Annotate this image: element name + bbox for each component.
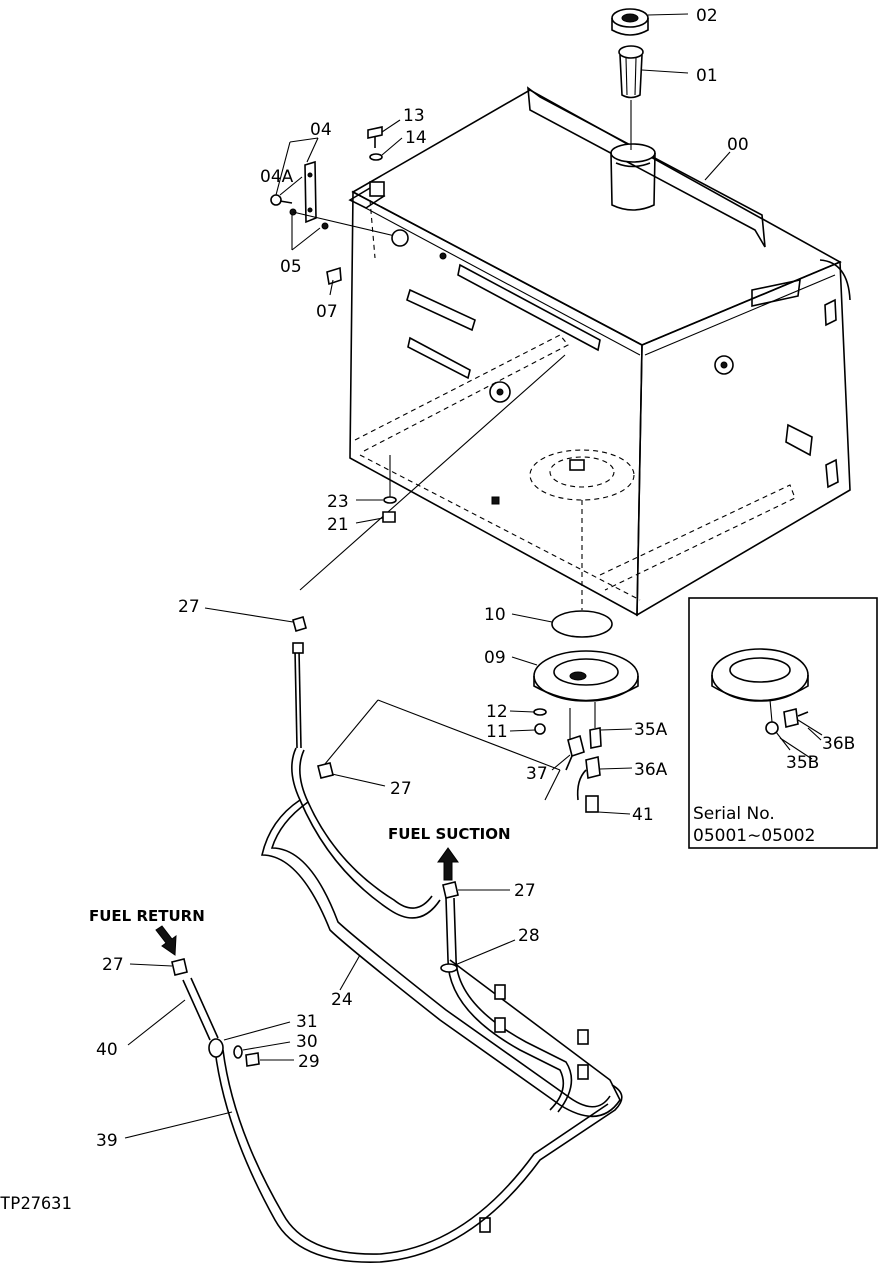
fuel-hose-upper	[292, 642, 304, 749]
callout-29: 29	[298, 1052, 320, 1072]
fuel-suction-label: FUEL SUCTION	[388, 825, 511, 843]
callout-36a: 36A	[634, 760, 668, 780]
fuel-suction-arrow	[437, 847, 459, 881]
callout-37: 37	[526, 764, 548, 784]
figure-id: TP27631	[0, 1194, 72, 1214]
bolt	[270, 194, 293, 206]
serial-inset: Serial No. 05001∼05002	[688, 597, 878, 849]
callout-28: 28	[518, 926, 540, 946]
elbow-37	[565, 734, 585, 771]
callout-36b: 36B	[822, 734, 855, 754]
washer-12	[533, 708, 547, 716]
clamp-27b	[317, 762, 334, 779]
callout-35a: 35A	[634, 720, 668, 740]
bolt-29	[245, 1052, 260, 1067]
callout-23: 23	[327, 492, 349, 512]
suction-hose-28	[440, 897, 573, 1113]
callout-41: 41	[632, 805, 654, 825]
plug	[391, 229, 409, 247]
callout-27-suction: 27	[514, 881, 536, 901]
level-gauge	[714, 355, 734, 375]
serial-range: 05001∼05002	[693, 826, 815, 846]
plug-41	[585, 795, 599, 813]
callout-14: 14	[405, 128, 427, 148]
callout-01: 01	[696, 66, 718, 86]
callout-35b: 35B	[786, 753, 819, 773]
leader-lines	[124, 13, 822, 1139]
fuel-return-label: FUEL RETURN	[89, 907, 205, 925]
callout-27-return: 27	[102, 955, 124, 975]
clamp-27a	[292, 615, 307, 633]
clamp-27c	[442, 881, 459, 899]
elbow-36a	[576, 756, 601, 801]
washer-30	[233, 1045, 243, 1059]
washer-23	[383, 496, 397, 504]
serial-label: Serial No.	[693, 804, 775, 824]
callout-13: 13	[403, 106, 425, 126]
elbow-36b	[783, 708, 809, 728]
callout-00: 00	[727, 135, 749, 155]
callout-10: 10	[484, 605, 506, 625]
fuel-pipe-24	[260, 747, 621, 1118]
nut-11	[534, 723, 546, 735]
filler-cap	[611, 8, 649, 36]
fuel-return-arrow	[155, 925, 177, 956]
pipe-clips	[479, 984, 589, 1233]
return-hose-39	[214, 1049, 623, 1263]
fuel-strainer	[618, 45, 644, 99]
callout-27-middle: 27	[390, 779, 412, 799]
callout-05: 05	[280, 257, 302, 277]
callout-12: 12	[486, 702, 508, 722]
callout-30: 30	[296, 1032, 318, 1052]
callout-39: 39	[96, 1131, 118, 1151]
filler-neck	[610, 143, 656, 211]
callout-labels: 02 01 00 13 14 04 04A 05 07 23 21 27 10 …	[96, 6, 855, 1151]
clamp-27d	[171, 958, 188, 976]
return-fitting-40	[182, 977, 224, 1058]
bolt-21	[382, 511, 396, 523]
connector-35a	[589, 727, 602, 749]
callout-27-upper: 27	[178, 597, 200, 617]
callout-04: 04	[310, 120, 332, 140]
bolt-13	[367, 126, 383, 148]
callout-21: 21	[327, 515, 349, 535]
callout-11: 11	[486, 722, 508, 742]
fuel-tank	[348, 86, 851, 617]
callout-40: 40	[96, 1040, 118, 1060]
callout-31: 31	[296, 1012, 318, 1032]
callout-04a: 04A	[260, 167, 294, 187]
gasket	[551, 610, 613, 638]
nut-tube	[369, 181, 385, 197]
callout-09: 09	[484, 648, 506, 668]
clamp-bracket	[304, 160, 317, 224]
drain-plug	[326, 266, 342, 286]
suction-port	[529, 449, 635, 501]
callout-07: 07	[316, 302, 338, 322]
callout-24: 24	[331, 990, 353, 1010]
suction-flange	[533, 650, 639, 702]
callout-02: 02	[696, 6, 718, 26]
washer-14	[369, 153, 383, 161]
